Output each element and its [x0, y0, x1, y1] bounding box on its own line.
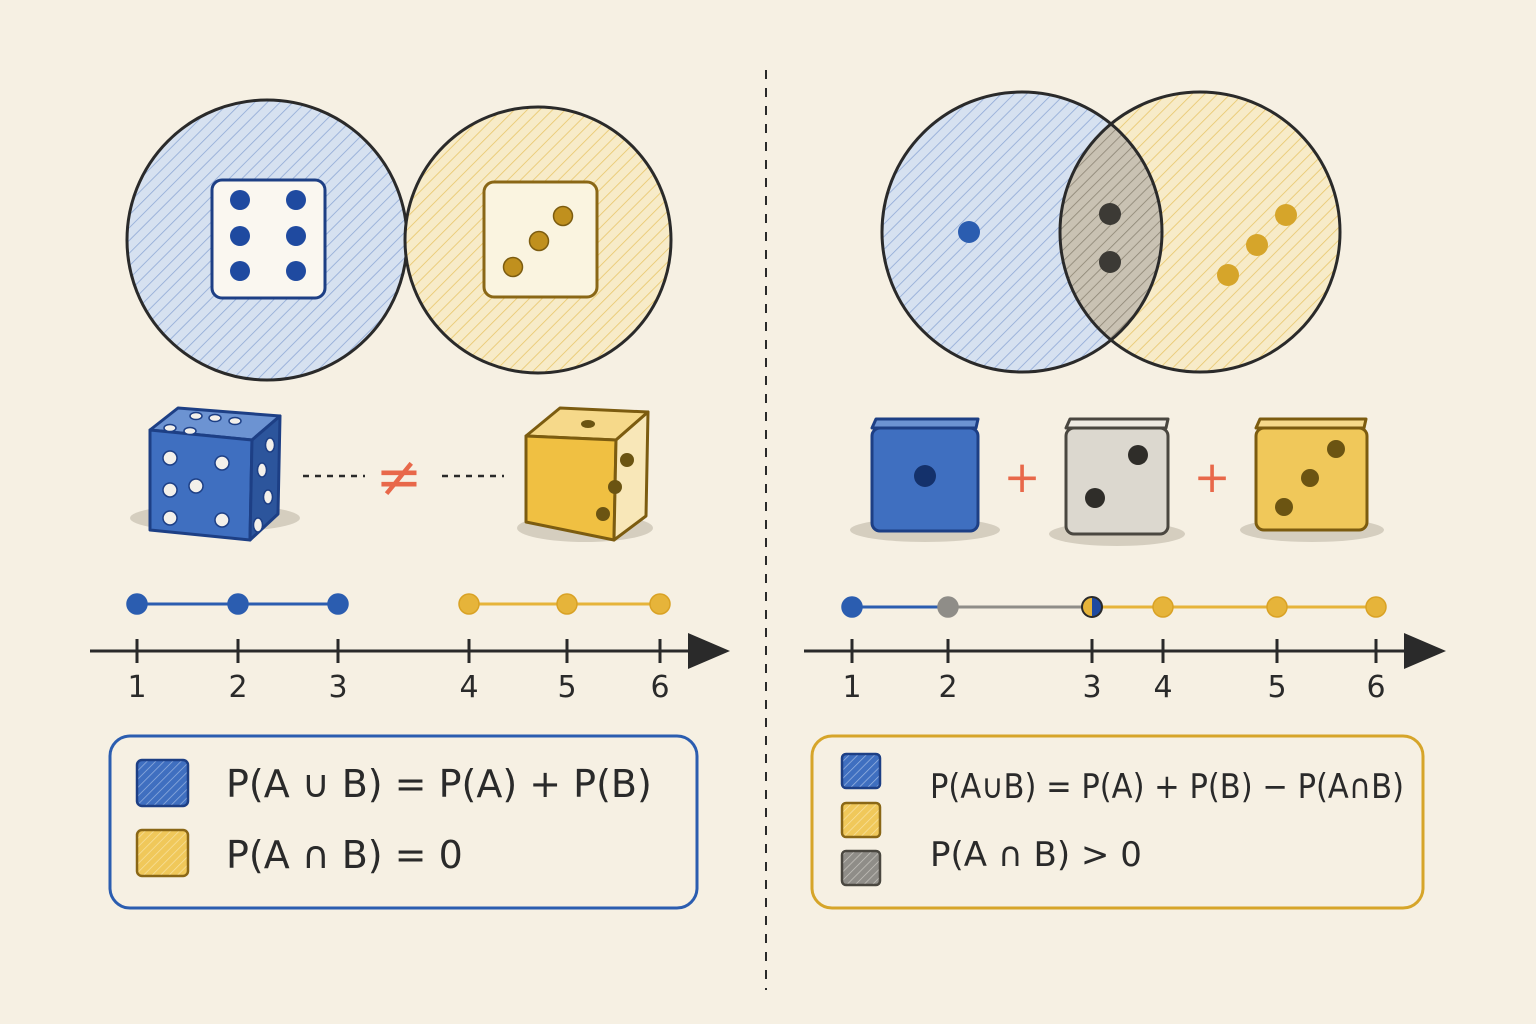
pip-3 [230, 226, 250, 246]
yellow-point-4 [458, 593, 480, 615]
yellow-point-5 [1266, 596, 1288, 618]
tick-label-1: 1 [127, 670, 146, 705]
tick-label-4: 4 [1153, 670, 1172, 705]
gray-point-2 [937, 596, 959, 618]
mixed-point-right-3 [1092, 597, 1102, 617]
tick-label-4: 4 [459, 670, 478, 705]
left-points [126, 593, 671, 615]
yellow-die-three [1254, 417, 1369, 532]
right-panel: + + 1 2 3 4 5 6 [804, 90, 1446, 910]
tick-label-3: 3 [328, 670, 347, 705]
left-venn-die-three [482, 180, 599, 299]
tick-label-2: 2 [228, 670, 247, 705]
left-venn-die-six [210, 178, 327, 300]
yellow-die-three [524, 406, 650, 542]
legend-formula-overlap: P(A ∩ B) > 0 [930, 835, 1142, 875]
legend-formula-union-general: P(A∪B) = P(A) + P(B) − P(A∩B) [930, 767, 1404, 807]
pip-1 [552, 205, 574, 227]
right-venn [880, 90, 1342, 374]
right-dice-row: + + [850, 417, 1384, 546]
blue-point-3 [327, 593, 349, 615]
blue-die-one [870, 417, 980, 533]
tick-label-5: 5 [557, 670, 576, 705]
legend-swatch-blue [135, 758, 190, 808]
left-number-line: 1 2 3 4 5 6 [90, 593, 730, 705]
right-legend: P(A∪B) = P(A) + P(B) − P(A∩B) P(A ∩ B) >… [810, 734, 1425, 910]
blue-die-six [148, 406, 282, 542]
left-venn [125, 98, 673, 382]
pip-2 [528, 230, 550, 252]
not-equal-symbol: ≠ [376, 445, 423, 510]
pip-1 [230, 190, 250, 210]
mixed-point-left-3 [1082, 597, 1092, 617]
legend-formula-intersection: P(A ∩ B) = 0 [226, 833, 463, 877]
right-venn-dots [958, 203, 1297, 286]
left-legend: P(A ∪ B) = P(A) + P(B) P(A ∩ B) = 0 [108, 734, 699, 910]
yellow-point-5 [556, 593, 578, 615]
left-dice-row: ≠ [130, 406, 653, 542]
die-pips [230, 190, 306, 281]
blue-point-1 [841, 596, 863, 618]
tick-label-6: 6 [650, 670, 669, 705]
legend-swatch-yellow [840, 801, 882, 839]
legend-swatch-gray [840, 849, 882, 887]
die-pips [502, 205, 574, 278]
pip-5 [230, 261, 250, 281]
gray-die-two [1064, 417, 1170, 536]
legend-swatch-yellow [135, 828, 190, 878]
blue-point-1 [126, 593, 148, 615]
legend-formula-union: P(A ∪ B) = P(A) + P(B) [226, 762, 652, 806]
yellow-point-6 [1365, 596, 1387, 618]
right-ticks: 1 2 3 4 5 6 [842, 639, 1386, 705]
yellow-point-4 [1152, 596, 1174, 618]
right-venn-overlap [1060, 92, 1162, 372]
pip-2 [286, 190, 306, 210]
right-points [841, 596, 1387, 618]
right-number-line: 1 2 3 4 5 6 [804, 596, 1446, 705]
left-ticks: 1 2 3 4 5 6 [127, 639, 670, 705]
pip-6 [286, 261, 306, 281]
tick-label-3: 3 [1082, 670, 1101, 705]
tick-label-5: 5 [1267, 670, 1286, 705]
pip-4 [286, 226, 306, 246]
tick-label-1: 1 [842, 670, 861, 705]
yellow-point-6 [649, 593, 671, 615]
tick-label-2: 2 [938, 670, 957, 705]
legend-swatch-blue [840, 752, 882, 790]
blue-point-2 [227, 593, 249, 615]
tick-label-6: 6 [1366, 670, 1385, 705]
plus-symbol-1: + [1004, 452, 1041, 503]
pip-3 [502, 256, 524, 278]
plus-symbol-2: + [1194, 452, 1231, 503]
mixed-point-outline-3 [1081, 596, 1103, 618]
